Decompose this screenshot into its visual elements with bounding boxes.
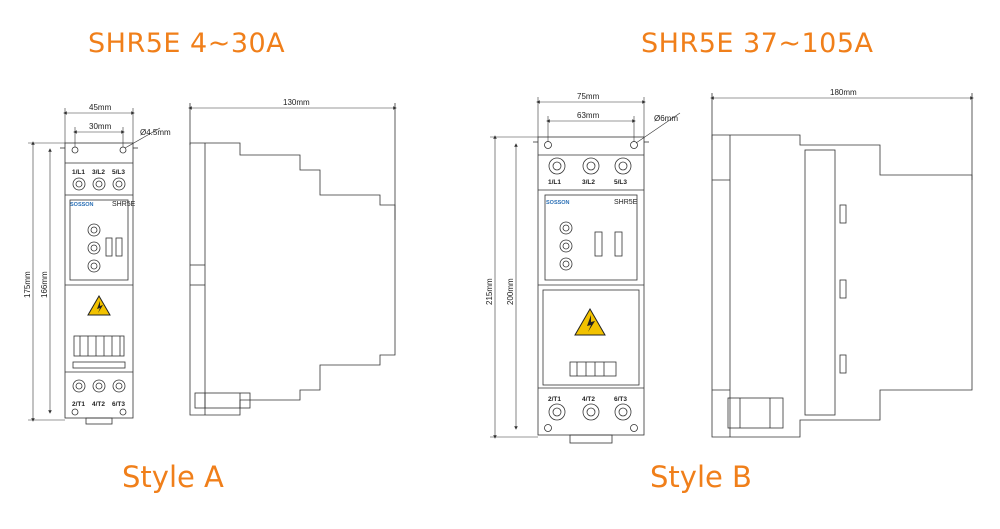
warning-icon: [87, 295, 111, 316]
terminal-label: 5/L3: [112, 169, 125, 176]
terminal-label: 5/L3: [614, 179, 627, 186]
dim-height-inner: 200mm: [506, 278, 515, 305]
mount-hole-icon: [71, 146, 79, 154]
dim-width-outer: 75mm: [577, 92, 600, 101]
terminal-label: 1/L1: [72, 169, 85, 176]
dim-hole: Ø4.5mm: [140, 128, 171, 137]
terminal-label: 3/L2: [92, 169, 105, 176]
terminal-label: 6/T3: [614, 396, 627, 403]
terminal-label: 2/T1: [72, 401, 85, 408]
terminal-label: 1/L1: [548, 179, 561, 186]
dim-height-outer: 215mm: [485, 278, 494, 305]
model-label: SHR5E: [614, 199, 638, 206]
title-style-b: SHR5E 37~105A: [641, 28, 874, 59]
dim-hole: Ø6mm: [654, 114, 678, 123]
style-a-front-view: [60, 142, 138, 425]
terminal-label: 2/T1: [548, 396, 561, 403]
model-label: SHR5E: [112, 201, 136, 208]
terminal-label: 4/T2: [582, 396, 595, 403]
style-a-side-view: [188, 103, 397, 416]
dim-depth: 130mm: [283, 98, 310, 107]
brand-logo: SOSSON: [546, 200, 570, 206]
label-style-a: Style A: [122, 460, 224, 494]
terminal-label: 3/L2: [582, 179, 595, 186]
terminal-label: 4/T2: [92, 401, 105, 408]
style-b-side-view: [710, 93, 974, 438]
title-style-a: SHR5E 4~30A: [88, 28, 286, 59]
dim-width-inner: 30mm: [89, 122, 112, 131]
warning-icon: [574, 307, 606, 336]
dim-height-outer: 175mm: [23, 271, 32, 298]
brand-logo: SOSSON: [70, 202, 94, 208]
terminal-label: 6/T3: [112, 401, 125, 408]
dim-width-outer: 45mm: [89, 103, 112, 112]
style-b-front-view: [533, 136, 649, 444]
dim-depth: 180mm: [830, 88, 857, 97]
label-style-b: Style B: [650, 460, 752, 494]
dim-width-inner: 63mm: [577, 111, 600, 120]
dim-height-inner: 166mm: [40, 271, 49, 298]
